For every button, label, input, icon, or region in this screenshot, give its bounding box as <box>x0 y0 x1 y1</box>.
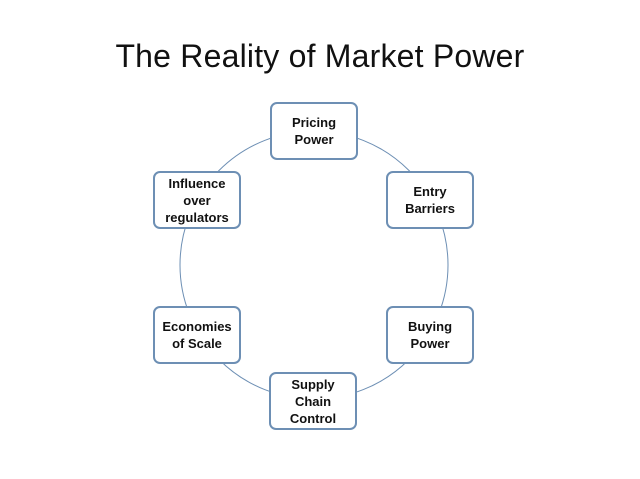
node-label: Supply Chain Control <box>289 376 337 426</box>
node-label: Economies of Scale <box>162 319 232 351</box>
node-economies-of-scale: Economies of Scale <box>153 306 241 364</box>
node-buying-power: Buying Power <box>386 306 474 364</box>
node-pricing-power: Pricing Power <box>270 102 358 160</box>
node-label: Pricing Power <box>291 115 337 147</box>
node-supply-chain-control: Supply Chain Control <box>269 372 357 430</box>
slide-title: The Reality of Market Power <box>115 38 525 74</box>
node-entry-barriers: Entry Barriers <box>386 171 474 229</box>
node-label: Buying Power <box>407 319 453 351</box>
node-influence-over-regulators: Influence over regulators <box>153 171 241 229</box>
node-label: Entry Barriers <box>405 184 455 216</box>
node-label: Influence over regulators <box>165 175 229 225</box>
